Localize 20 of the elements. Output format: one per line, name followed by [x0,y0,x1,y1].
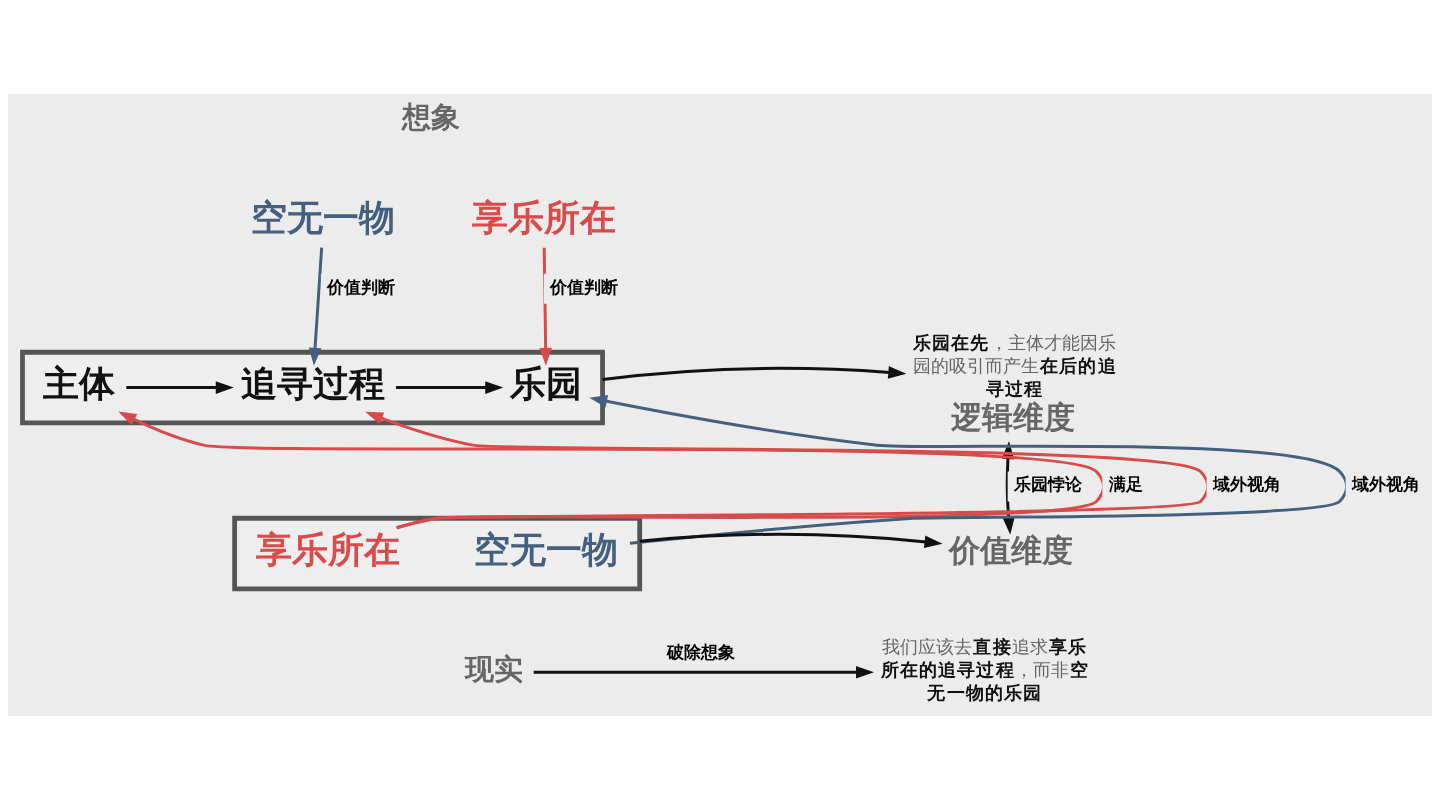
node-text: 价值维度 [948,531,1073,568]
node-text: 逻辑维度 [951,399,1076,436]
node-text: 现实 [464,651,523,686]
edge-label: 价值判断 [549,276,618,297]
edge-label: 破除想象 [666,641,735,662]
edge-label: 乐园悖论 [1013,474,1082,495]
node-text: 空无一物 [251,196,396,239]
edge-label: 满足 [1108,474,1143,495]
node-text: 享乐所在 [471,196,616,239]
node-label: 乐园在先，主体才能因乐园的吸引而产生在后的追寻过程 [912,332,1116,399]
node-text: 我们应该去直接追求享乐所在的追寻过程，而非空无一物的乐园 [880,636,1088,703]
label: 想象 [401,99,460,134]
edge-label: 域外视角 [1212,474,1281,495]
node-text: 乐园 [510,362,583,405]
node-text: 空无一物 [474,528,619,570]
edge-label: 价值判断 [326,276,395,297]
node-text: 享乐所在 [256,528,401,570]
node-text: 主体 [42,362,115,405]
node-text: 追寻过程 [240,362,385,405]
edge-label: 域外视角 [1351,474,1420,495]
